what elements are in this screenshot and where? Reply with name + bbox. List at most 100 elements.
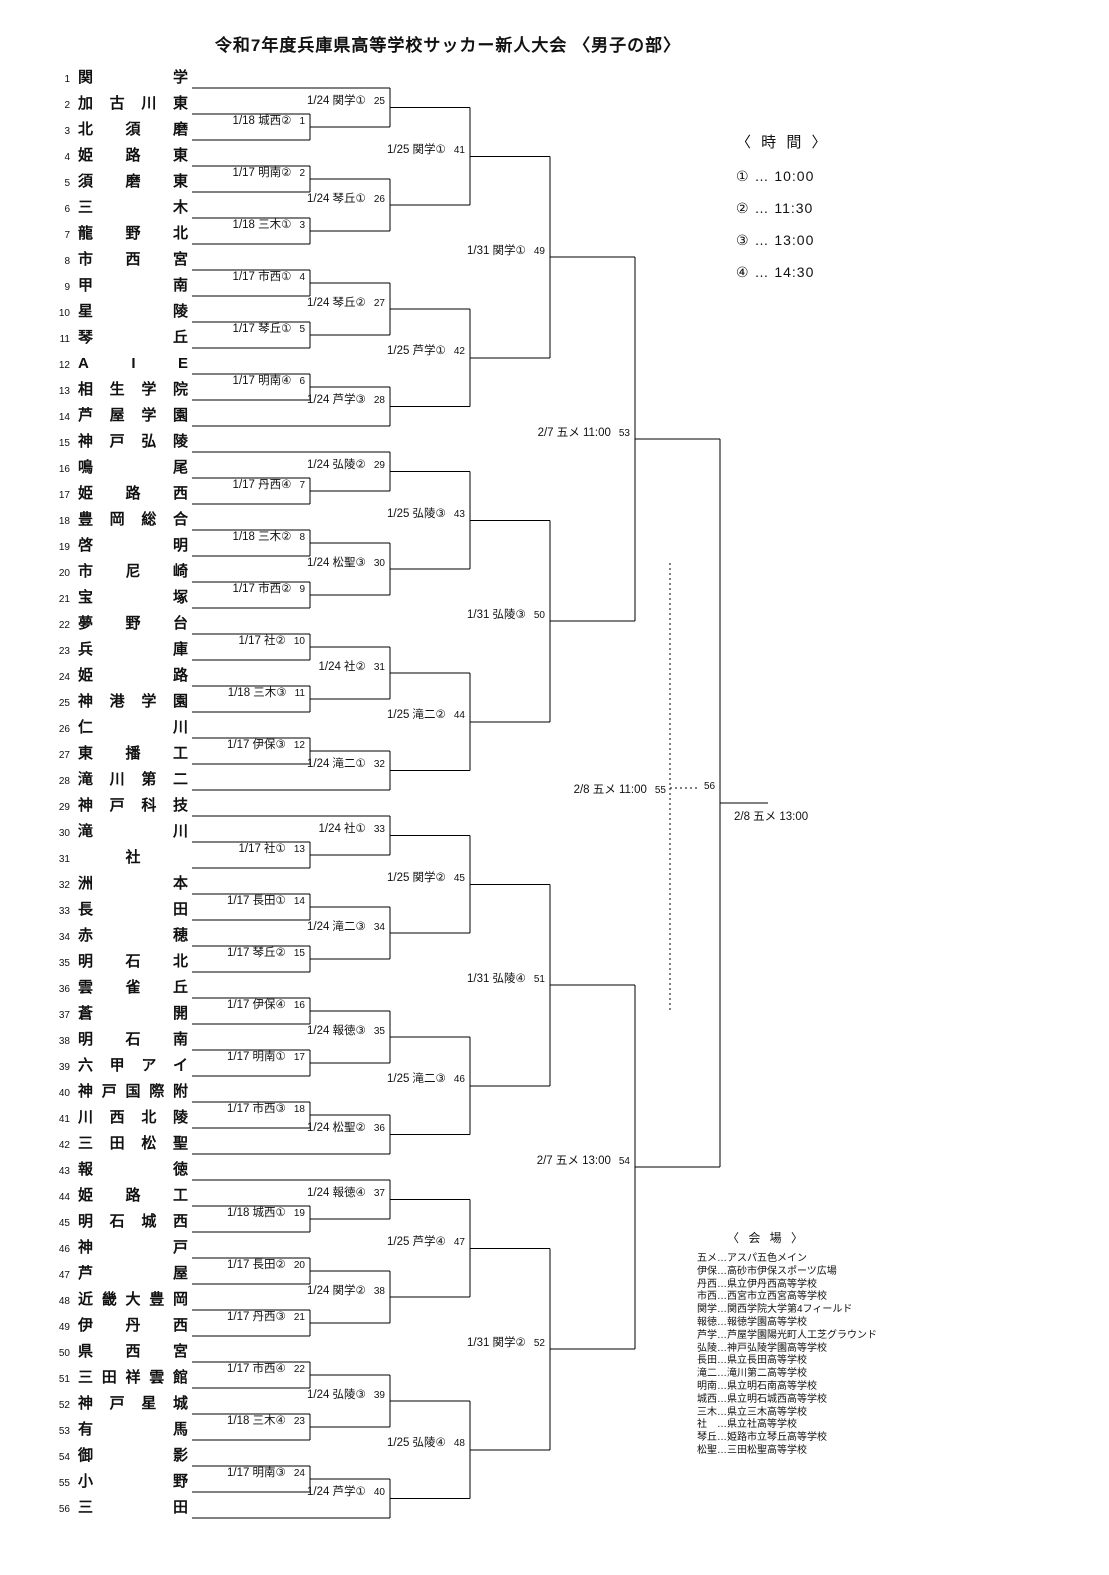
venue-legend-item: 芦学…芦屋学園陽光町人工芝グラウンド xyxy=(697,1329,877,1341)
match-number: 2 xyxy=(299,167,305,179)
team-name: 滝川第二 xyxy=(78,771,188,788)
team-name: 星陵 xyxy=(78,303,188,320)
team-name: 三田 xyxy=(78,1499,188,1516)
team-name: 須磨東 xyxy=(78,173,188,190)
match-number: 33 xyxy=(373,824,385,835)
team-name: 神戸科技 xyxy=(78,797,188,814)
match-number: 46 xyxy=(453,1074,465,1086)
team-name: 加古川東 xyxy=(78,95,188,112)
team-number: 4 xyxy=(64,152,70,163)
team-name: 宝塚 xyxy=(78,589,188,606)
team-number: 1 xyxy=(64,74,70,85)
match-number: 8 xyxy=(299,531,305,543)
match-number: 36 xyxy=(373,1123,385,1134)
venue-legend-item: 長田…県立長田高等学校 xyxy=(697,1355,807,1367)
final-match-number: 56 xyxy=(704,781,716,792)
venue-legend-item: 市西…西宮市立西宮高等学校 xyxy=(697,1291,827,1303)
venue-legend-item: 琴丘…姫路市立琴丘高等学校 xyxy=(697,1432,827,1444)
team-number: 35 xyxy=(58,958,70,969)
team-name: 市西宮 xyxy=(78,251,188,268)
team-name: 赤穂 xyxy=(78,927,188,944)
time-legend-item: ① … 10:00 xyxy=(736,168,815,184)
team-name: 夢野台 xyxy=(78,615,188,632)
team-name: 六甲アイ xyxy=(78,1057,188,1074)
team-number: 42 xyxy=(58,1140,70,1151)
team-number: 14 xyxy=(58,412,70,423)
match-number: 34 xyxy=(373,921,385,933)
team-number: 24 xyxy=(58,672,70,683)
match-number: 16 xyxy=(293,999,305,1011)
match-number: 50 xyxy=(533,609,545,621)
team-name: 川西北陵 xyxy=(78,1109,188,1126)
team-number: 18 xyxy=(58,516,70,527)
team-number: 23 xyxy=(58,646,70,657)
match-number: 35 xyxy=(373,1025,385,1037)
team-number: 56 xyxy=(58,1504,70,1515)
team-number: 51 xyxy=(58,1374,70,1385)
team-number: 7 xyxy=(64,230,70,241)
team-number: 26 xyxy=(58,724,70,735)
final-date-label: 2/8 五メ 13:00 xyxy=(734,811,809,823)
team-number: 8 xyxy=(64,256,70,267)
venue-legend: 〈 会 場 〉 五メ…アスパ五色メイン伊保…高砂市伊保スポーツ広場丹西…県立伊丹… xyxy=(697,1229,877,1458)
page-title: 令和7年度兵庫県高等学校サッカー新人大会 〈男子の部〉 xyxy=(214,36,682,55)
team-number: 6 xyxy=(64,204,70,215)
match-number: 28 xyxy=(373,395,385,406)
team-name: 甲南 xyxy=(78,277,188,294)
team-name: 姫路東 xyxy=(78,147,188,164)
team-number: 16 xyxy=(58,464,70,475)
time-legend-item: ④ … 14:30 xyxy=(736,264,815,280)
match-number: 15 xyxy=(293,947,305,959)
team-number: 38 xyxy=(58,1036,70,1047)
time-legend-item: ③ … 13:00 xyxy=(736,232,815,248)
match-number: 37 xyxy=(373,1188,385,1199)
team-number: 33 xyxy=(58,906,70,917)
match-number: 31 xyxy=(373,661,385,673)
team-name: 北須磨 xyxy=(78,121,188,138)
team-number: 49 xyxy=(58,1322,70,1333)
team-number: 3 xyxy=(64,126,70,137)
match-number: 38 xyxy=(373,1285,385,1297)
team-number: 37 xyxy=(58,1010,70,1021)
match-number: 52 xyxy=(533,1337,545,1349)
team-name: 明石城西 xyxy=(78,1213,188,1230)
match-number: 39 xyxy=(373,1389,385,1401)
team-number: 21 xyxy=(58,594,70,605)
match-number: 51 xyxy=(533,973,545,985)
team-number: 13 xyxy=(58,386,70,397)
team-number: 9 xyxy=(64,282,70,293)
team-number: 28 xyxy=(58,776,70,787)
team-number: 12 xyxy=(58,360,70,371)
match-number: 44 xyxy=(453,710,465,722)
team-number: 41 xyxy=(58,1114,70,1125)
team-name: 神戸 xyxy=(78,1239,188,1256)
team-name: 鳴尾 xyxy=(78,459,188,476)
team-name: 神港学園 xyxy=(78,693,188,710)
team-number: 45 xyxy=(58,1218,70,1229)
venue-legend-item: 三木…県立三木高等学校 xyxy=(697,1406,807,1418)
match-number: 29 xyxy=(373,460,385,471)
venue-legend-item: 社 …県立社高等学校 xyxy=(697,1419,797,1431)
team-number: 15 xyxy=(58,438,70,449)
team-name: 芦屋学園 xyxy=(78,407,188,424)
